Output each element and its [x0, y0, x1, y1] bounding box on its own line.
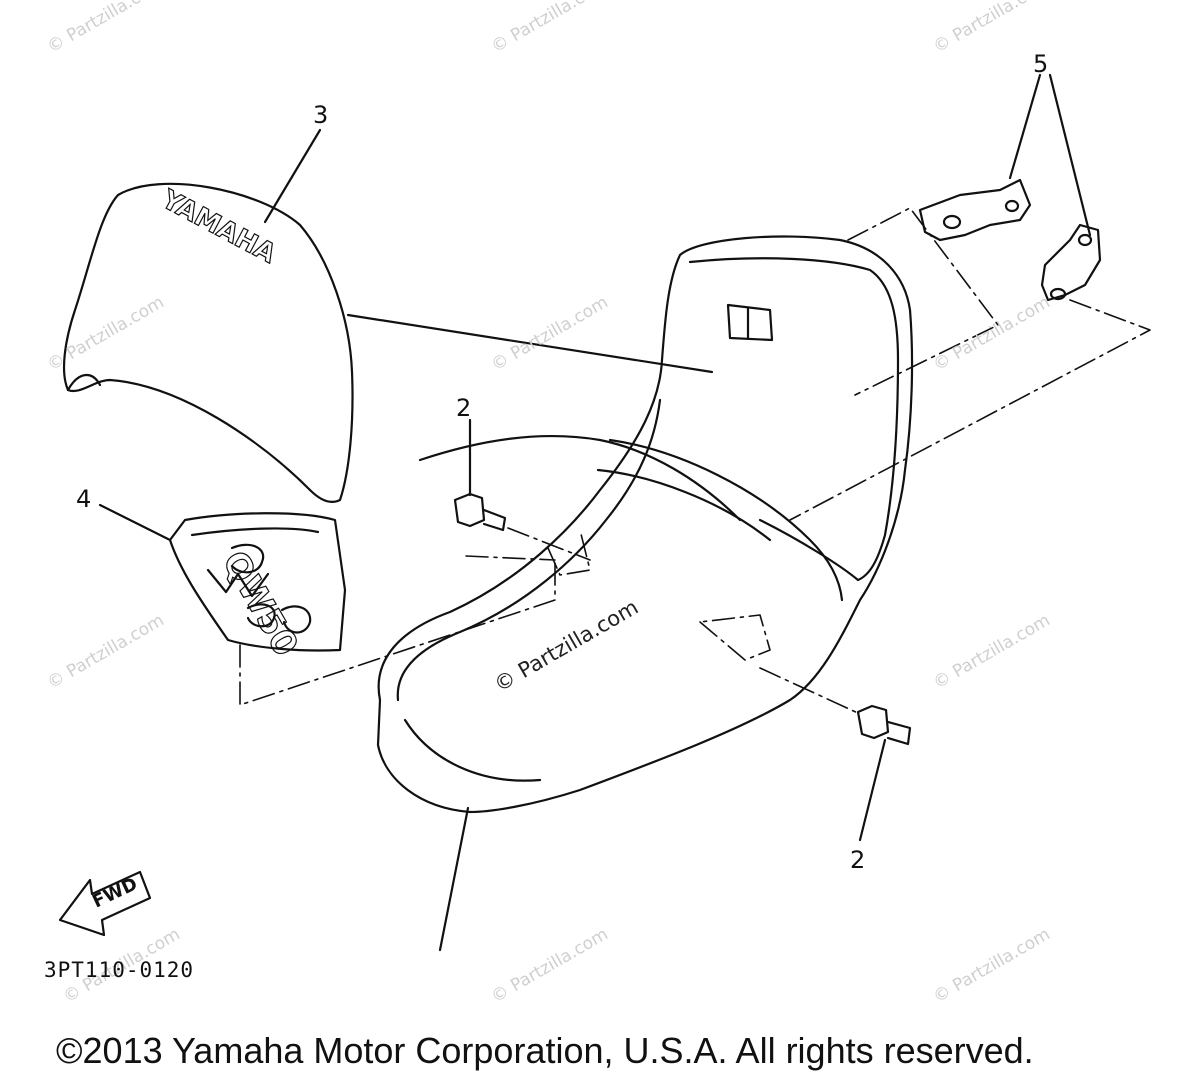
bracket-part-upper — [918, 178, 1032, 242]
callout-2-upper: 2 — [456, 394, 472, 422]
guide-line-mount-a — [547, 529, 591, 576]
guide-line-bracket-b — [789, 299, 1151, 521]
guide-line-bolt-a — [507, 527, 591, 561]
guide-line-bolt-b — [759, 667, 861, 715]
seat-cover-part — [62, 182, 354, 504]
callout-3: 3 — [313, 101, 329, 129]
leader-line-seat — [346, 313, 714, 374]
leader-line-3 — [263, 128, 322, 224]
leader-line-main — [438, 806, 470, 952]
callout-5: 5 — [1033, 50, 1049, 78]
leader-line-5a — [1008, 73, 1042, 180]
guide-line-emblem — [239, 559, 556, 706]
seat-logo-text: YAMAHA — [156, 184, 281, 269]
bolt-part-upper — [453, 492, 507, 532]
emblem-part — [168, 512, 347, 652]
guide-line-emblem-2 — [465, 555, 556, 561]
leader-line-5b — [1048, 73, 1092, 237]
seat-body-part — [376, 235, 914, 814]
callout-2-lower: 2 — [850, 846, 866, 874]
bolt-part-lower — [856, 704, 912, 746]
bracket-part-lower — [1040, 223, 1102, 302]
guide-line-mount-b — [699, 614, 771, 661]
copyright-notice: ©2013 Yamaha Motor Corporation, U.S.A. A… — [56, 1030, 1034, 1071]
emblem-text: QW50 — [214, 545, 306, 663]
fwd-arrow-icon — [58, 870, 152, 937]
leader-line-4 — [98, 503, 172, 542]
diagram-code: 3PT110-0120 — [44, 958, 195, 982]
guide-line-bracket-a — [847, 207, 999, 396]
leader-line-2b — [858, 738, 887, 842]
callout-4: 4 — [76, 485, 92, 513]
